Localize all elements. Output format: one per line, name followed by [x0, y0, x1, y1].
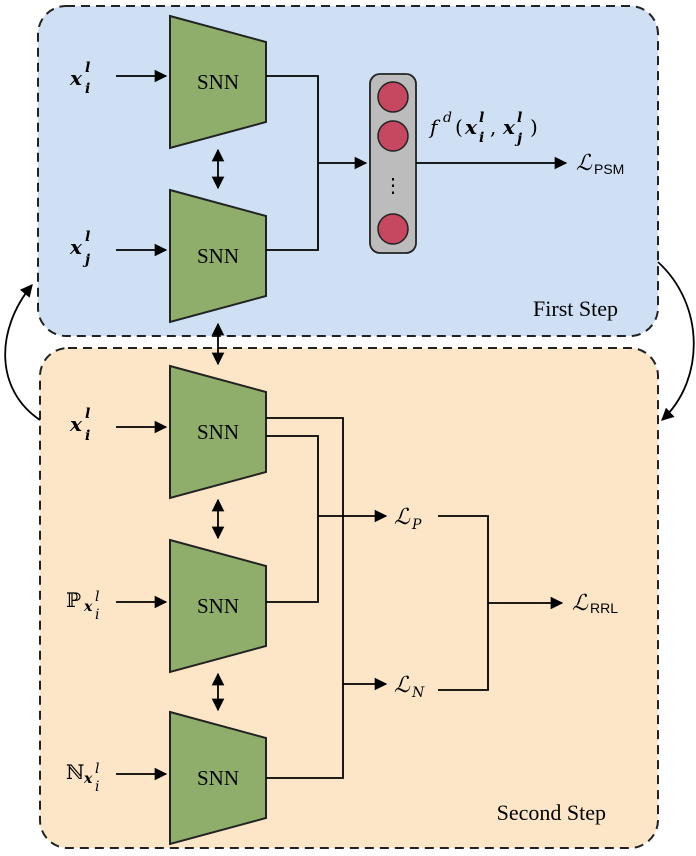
snn-block-positive: SNN: [169, 538, 267, 674]
loop-arrow-second-to-first: [4, 284, 41, 421]
svg-text:ℒ: ℒ: [394, 505, 411, 530]
loss-positive-label: ℒ P: [394, 505, 422, 533]
neuron-node: [377, 81, 409, 113]
similarity-function-label: f d ( x l i , x l j ): [428, 110, 538, 147]
svg-text:PSM: PSM: [594, 161, 624, 177]
svg-text:l: l: [95, 761, 99, 777]
svg-text:x: x: [502, 115, 516, 139]
input-label-positive-set: ℙ x l i: [66, 588, 99, 623]
svg-text:i: i: [95, 607, 99, 623]
snn-trapezoid: [169, 710, 267, 846]
snn-block-second-xi: SNN: [169, 364, 267, 500]
svg-text:,: ,: [490, 115, 496, 139]
svg-text:): ): [530, 115, 538, 139]
svg-text:ℒ: ℒ: [572, 591, 589, 616]
svg-text:x: x: [464, 115, 478, 139]
similarity-network-panel: ⋮: [369, 73, 417, 254]
svg-text:x: x: [69, 412, 83, 436]
input-label-second-xi: x l i: [69, 406, 90, 444]
svg-text:x: x: [69, 66, 83, 90]
vertical-dots: ⋮: [383, 173, 403, 197]
snn-label: SNN: [197, 766, 239, 790]
svg-text:x: x: [83, 599, 93, 615]
snn-trapezoid: [169, 538, 267, 674]
svg-text:l: l: [85, 60, 90, 76]
svg-text:l: l: [95, 589, 99, 605]
snn-label: SNN: [197, 244, 239, 268]
loss-negative-label: ℒ N: [394, 673, 425, 701]
svg-text:l: l: [85, 229, 90, 245]
snn-trapezoid: [169, 364, 267, 500]
snn-trapezoid: [169, 188, 267, 324]
svg-text:ℒ: ℒ: [394, 673, 411, 698]
svg-text:i: i: [85, 81, 90, 97]
neuron-node: [377, 120, 409, 152]
svg-text:i: i: [95, 779, 99, 795]
input-label-negative-set: ℕ x l i: [66, 760, 99, 795]
svg-text:l: l: [479, 110, 484, 126]
svg-text:x: x: [83, 771, 93, 787]
loss-rrl-label: ℒ RRL: [572, 591, 618, 616]
snn-block-negative: SNN: [169, 710, 267, 846]
svg-text:N: N: [411, 685, 425, 701]
svg-text:d: d: [443, 110, 452, 126]
snn-label: SNN: [197, 70, 239, 94]
second-step-label: Second Step: [497, 800, 606, 825]
input-label-first-xj: x l j: [69, 229, 90, 268]
snn-trapezoid: [169, 14, 267, 150]
svg-text:j: j: [514, 131, 522, 147]
input-label-first-xi: x l i: [69, 60, 90, 97]
svg-text:l: l: [85, 406, 90, 422]
svg-text:x: x: [69, 235, 83, 259]
snn-block-first-xj: SNN: [169, 188, 267, 324]
snn-label: SNN: [197, 594, 239, 618]
svg-text:l: l: [517, 110, 522, 126]
loss-psm-label: ℒ PSM: [576, 151, 624, 177]
svg-text:(: (: [455, 115, 463, 139]
svg-text:j: j: [82, 252, 90, 268]
snn-block-first-xi: SNN: [169, 14, 267, 150]
first-step-panel: [37, 5, 659, 337]
svg-text:RRL: RRL: [590, 600, 618, 616]
route-xi-to-positive: [266, 435, 319, 603]
svg-text:ℒ: ℒ: [576, 151, 593, 176]
second-step-panel: [39, 347, 659, 849]
svg-text:P: P: [411, 517, 422, 533]
svg-text:i: i: [479, 130, 484, 146]
svg-text:ℙ: ℙ: [66, 588, 81, 612]
svg-text:i: i: [85, 428, 90, 444]
route-xi-to-negative: [266, 417, 344, 779]
neuron-node: [377, 213, 409, 245]
loop-arrow-first-to-second: [657, 261, 695, 421]
svg-text:ℕ: ℕ: [66, 760, 84, 784]
snn-label: SNN: [197, 420, 239, 444]
first-step-label: First Step: [533, 296, 618, 321]
